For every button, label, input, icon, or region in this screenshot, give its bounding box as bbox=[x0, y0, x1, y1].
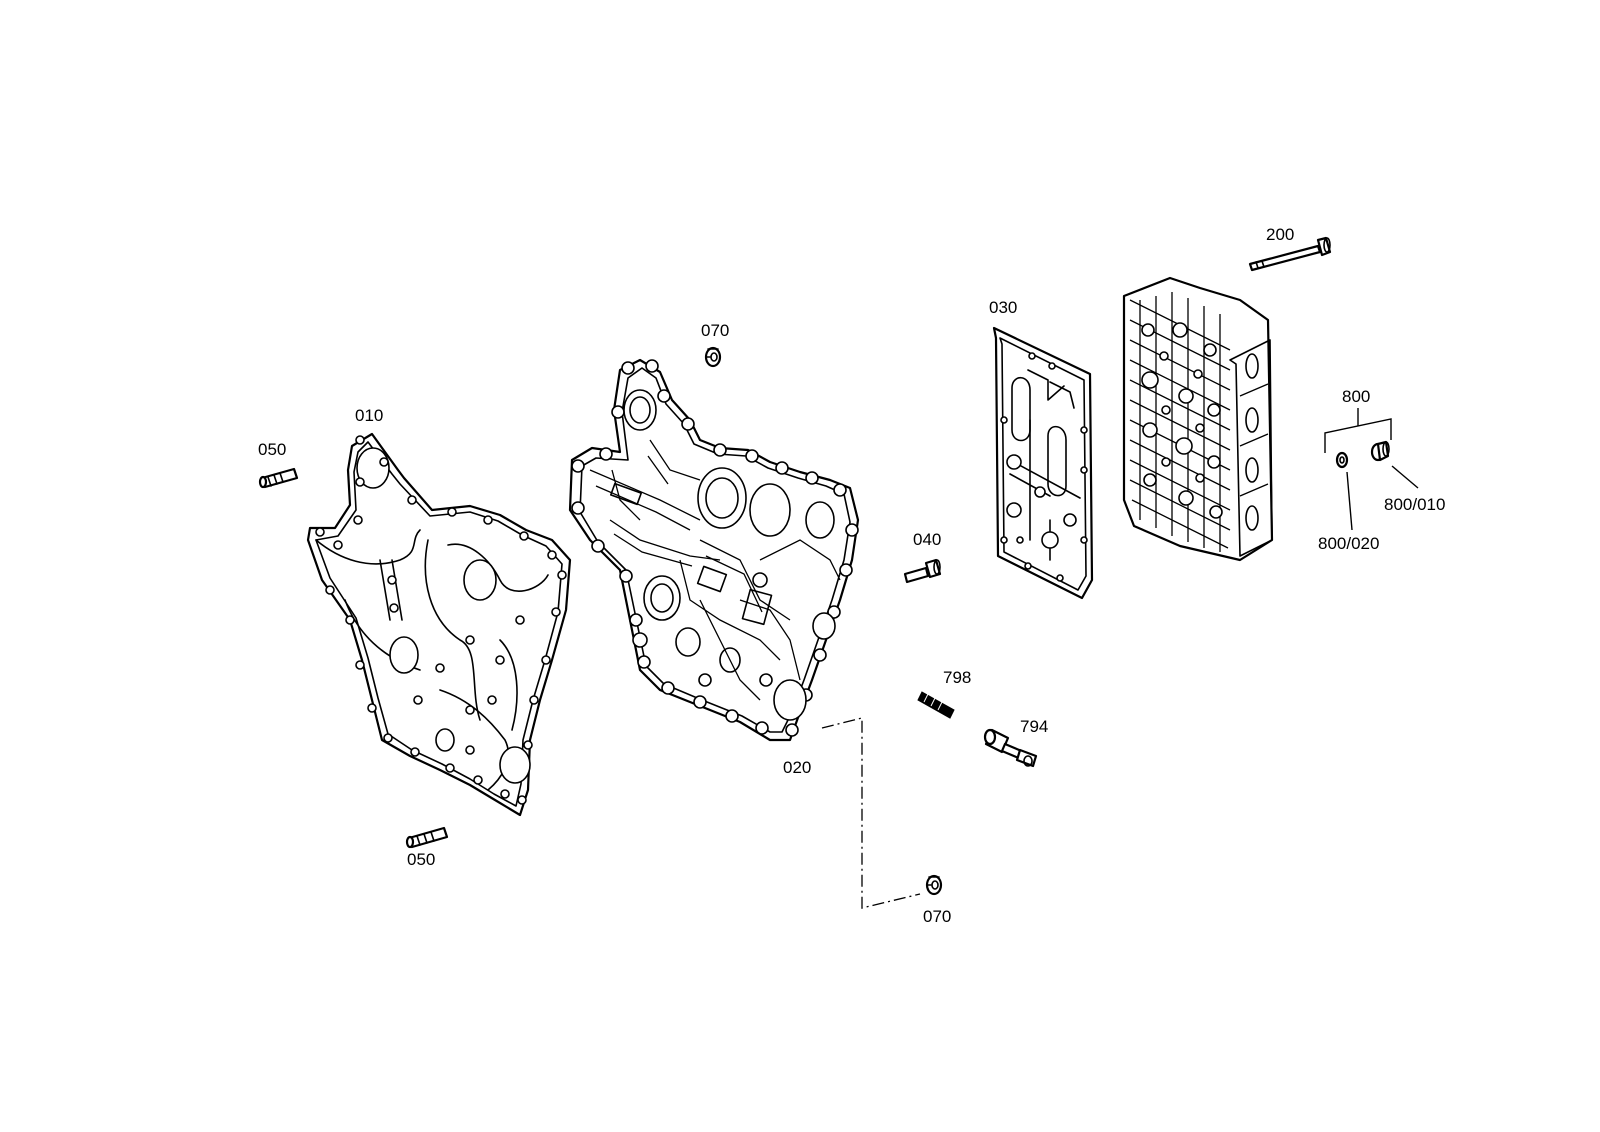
label-050-top: 050 bbox=[258, 440, 286, 459]
label-798: 798 bbox=[943, 668, 971, 687]
part-794-plunger bbox=[983, 728, 1038, 768]
label-800-020: 800/020 bbox=[1318, 534, 1379, 553]
leader-800-020 bbox=[1346, 471, 1353, 531]
label-800-010: 800/010 bbox=[1384, 495, 1445, 514]
part-200-bolt bbox=[1248, 236, 1332, 272]
part-valve-block bbox=[1122, 276, 1274, 562]
part-798-spring bbox=[917, 691, 955, 719]
label-040: 040 bbox=[913, 530, 941, 549]
part-050-bottom-stud bbox=[405, 826, 449, 849]
label-070-top: 070 bbox=[701, 321, 729, 340]
assembly-line-020-070 bbox=[821, 717, 921, 909]
part-040-bolt bbox=[903, 558, 942, 584]
part-800-010-plug bbox=[1370, 440, 1390, 462]
part-020-valve-housing bbox=[568, 358, 860, 742]
part-030-intermediate-plate bbox=[992, 326, 1094, 600]
part-050-top-stud bbox=[258, 467, 299, 489]
label-794: 794 bbox=[1020, 717, 1048, 736]
part-800-020-o-ring bbox=[1335, 451, 1349, 469]
part-800-bracket bbox=[1324, 408, 1392, 453]
label-070-bottom: 070 bbox=[923, 907, 951, 926]
part-070-top-nut bbox=[704, 346, 722, 368]
housing-bolt-bosses bbox=[571, 359, 859, 737]
leader-800-010 bbox=[1391, 465, 1419, 489]
label-030: 030 bbox=[989, 298, 1017, 317]
gasket-bolt-holes bbox=[315, 435, 567, 805]
part-010-gasket-plate bbox=[306, 432, 572, 817]
label-020: 020 bbox=[783, 758, 811, 777]
label-200: 200 bbox=[1266, 225, 1294, 244]
label-800: 800 bbox=[1342, 387, 1370, 406]
valve-block-bores bbox=[1141, 322, 1223, 519]
label-010: 010 bbox=[355, 406, 383, 425]
label-050-bottom: 050 bbox=[407, 850, 435, 869]
part-070-bottom-nut bbox=[925, 874, 943, 896]
